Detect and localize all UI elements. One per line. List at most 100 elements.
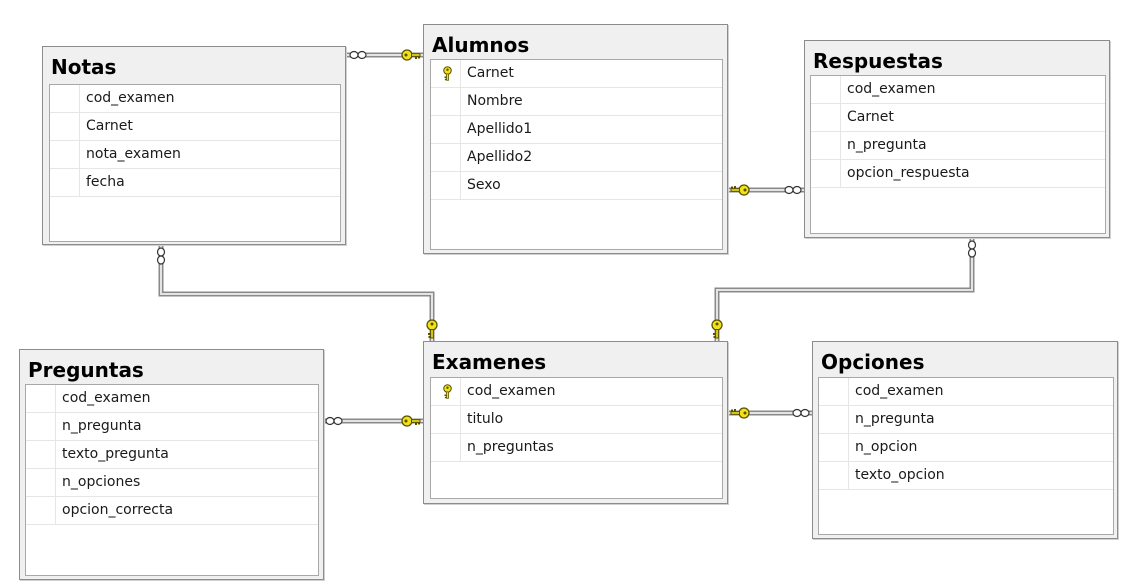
row-selector[interactable] xyxy=(26,413,56,440)
row-selector[interactable] xyxy=(26,469,56,496)
many-end-infinity-icon xyxy=(349,50,367,60)
column-name: opcion_correcta xyxy=(62,502,174,518)
row-selector[interactable] xyxy=(811,76,841,103)
column-row[interactable]: n_pregunta xyxy=(26,413,318,441)
row-selector[interactable] xyxy=(26,441,56,468)
column-row[interactable]: n_opciones xyxy=(26,469,318,497)
relationship-alumnos-respuestas[interactable] xyxy=(726,184,804,196)
row-selector[interactable] xyxy=(819,434,849,461)
column-name: Nombre xyxy=(467,93,523,109)
column-row[interactable]: cod_examen xyxy=(50,85,340,113)
column-name: nota_examen xyxy=(86,146,181,162)
column-row[interactable]: cod_examen xyxy=(819,378,1113,406)
many-end-infinity-icon xyxy=(792,408,810,418)
column-name: Carnet xyxy=(467,65,514,81)
row-selector[interactable] xyxy=(811,104,841,131)
one-end-key-icon xyxy=(401,49,421,61)
row-selector[interactable] xyxy=(50,113,80,140)
column-name: n_pregunta xyxy=(855,411,935,427)
table-title: Preguntas xyxy=(28,358,144,382)
column-name: cod_examen xyxy=(855,383,944,399)
row-selector[interactable] xyxy=(819,378,849,405)
column-row[interactable]: Carnet xyxy=(50,113,340,141)
row-selector[interactable] xyxy=(431,88,461,115)
row-selector[interactable] xyxy=(811,132,841,159)
column-row[interactable]: texto_pregunta xyxy=(26,441,318,469)
one-end-key-icon xyxy=(730,407,750,419)
column-name: cod_examen xyxy=(847,81,936,97)
column-row[interactable]: Carnet xyxy=(811,104,1105,132)
row-selector[interactable] xyxy=(431,172,461,199)
column-name: n_opcion xyxy=(855,439,918,455)
row-selector[interactable] xyxy=(50,85,80,112)
relationship-alumnos-notas[interactable] xyxy=(346,49,423,61)
relationship-examenes-opciones[interactable] xyxy=(726,407,812,419)
primary-key-glyph xyxy=(443,66,452,81)
column-row[interactable]: fecha xyxy=(50,169,340,197)
primary-key-glyph xyxy=(443,384,452,399)
column-row[interactable]: n_pregunta xyxy=(811,132,1105,160)
many-end-infinity-icon xyxy=(325,416,343,426)
row-selector[interactable] xyxy=(431,434,461,461)
one-end-key-icon xyxy=(401,415,421,427)
row-selector[interactable] xyxy=(431,378,461,405)
row-selector[interactable] xyxy=(819,462,849,489)
column-name: titulo xyxy=(467,411,504,427)
relationship-examenes-notas[interactable] xyxy=(156,243,438,341)
relationship-examenes-respuestas[interactable] xyxy=(711,236,977,341)
row-selector[interactable] xyxy=(26,497,56,524)
row-selector[interactable] xyxy=(431,406,461,433)
many-end-infinity-icon xyxy=(784,185,802,195)
column-name: fecha xyxy=(86,174,125,190)
table-title: Opciones xyxy=(821,350,925,374)
many-end-infinity-icon xyxy=(156,247,166,265)
column-row[interactable]: n_preguntas xyxy=(431,434,722,462)
column-row[interactable]: nota_examen xyxy=(50,141,340,169)
column-name: n_pregunta xyxy=(847,137,927,153)
column-row[interactable]: Apellido2 xyxy=(431,144,722,172)
column-row[interactable]: Carnet xyxy=(431,60,722,88)
row-selector[interactable] xyxy=(26,385,56,412)
row-selector[interactable] xyxy=(50,169,80,196)
column-row[interactable]: texto_opcion xyxy=(819,462,1113,490)
column-name: n_pregunta xyxy=(62,418,142,434)
one-end-key-icon xyxy=(730,184,750,196)
row-selector[interactable] xyxy=(431,116,461,143)
column-name: opcion_respuesta xyxy=(847,165,970,181)
column-row[interactable]: Sexo xyxy=(431,172,722,200)
column-row[interactable]: n_opcion xyxy=(819,434,1113,462)
relationship-examenes-preguntas[interactable] xyxy=(322,415,423,427)
column-row[interactable]: cod_examen xyxy=(26,385,318,413)
row-selector[interactable] xyxy=(819,406,849,433)
row-selector[interactable] xyxy=(431,144,461,171)
column-row[interactable]: titulo xyxy=(431,406,722,434)
column-row[interactable]: n_pregunta xyxy=(819,406,1113,434)
row-selector[interactable] xyxy=(431,60,461,87)
table-title: Respuestas xyxy=(813,49,943,73)
row-selector[interactable] xyxy=(811,160,841,187)
column-row[interactable]: cod_examen xyxy=(431,378,722,406)
primary-key-icon xyxy=(440,66,452,81)
column-row[interactable]: Nombre xyxy=(431,88,722,116)
column-name: Apellido2 xyxy=(467,149,533,165)
column-row[interactable]: Apellido1 xyxy=(431,116,722,144)
table-title: Alumnos xyxy=(432,33,530,57)
column-row[interactable]: opcion_respuesta xyxy=(811,160,1105,188)
column-name: texto_pregunta xyxy=(62,446,169,462)
column-row[interactable]: cod_examen xyxy=(811,76,1105,104)
column-name: cod_examen xyxy=(86,90,175,106)
column-row[interactable]: opcion_correcta xyxy=(26,497,318,525)
primary-key-icon xyxy=(440,384,452,399)
row-selector[interactable] xyxy=(50,141,80,168)
table-preguntas[interactable]: Preguntas cod_examen n_pregunta texto_pregu… xyxy=(19,349,324,580)
column-name: Carnet xyxy=(86,118,133,134)
